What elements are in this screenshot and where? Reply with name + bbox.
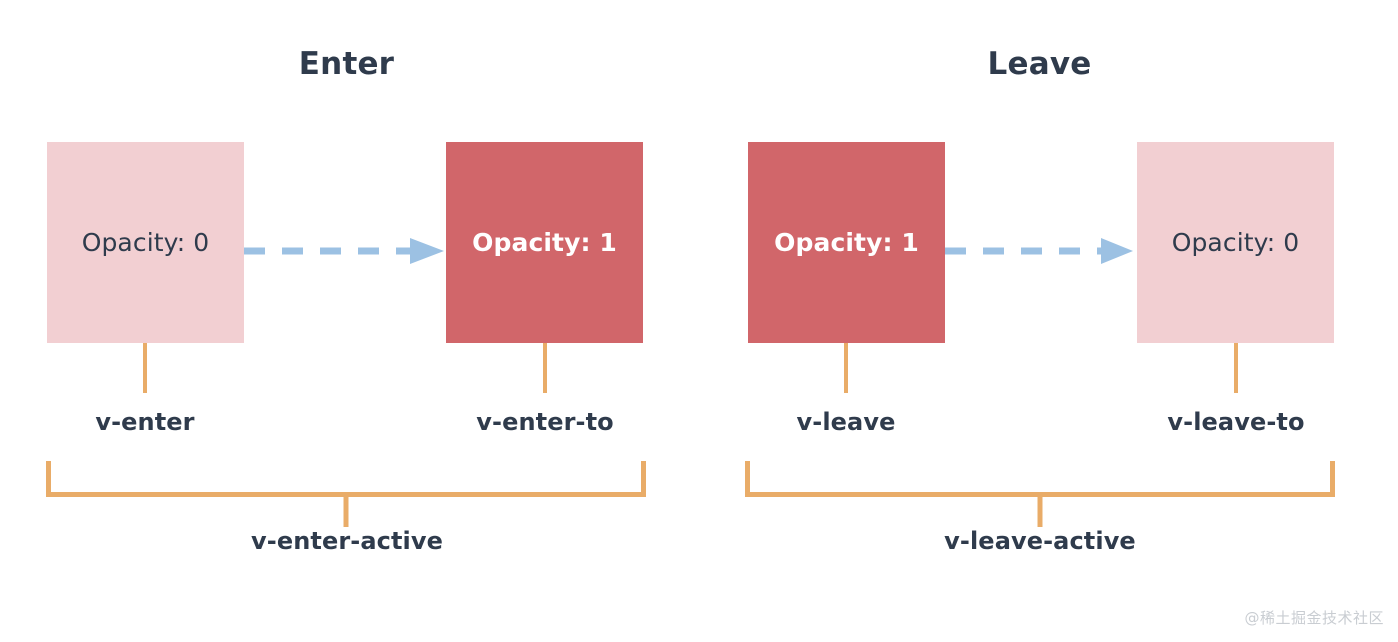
dashed-arrow-right-icon <box>945 236 1135 266</box>
watermark: @稀土掘金技术社区 <box>1244 609 1384 627</box>
connector-stem-v-leave <box>844 343 848 393</box>
state-box-opacity-label: Opacity: 0 <box>81 228 210 257</box>
enter-active-bracket <box>44 461 648 537</box>
panel-enter-title: Enter <box>298 46 395 82</box>
state-box-opacity-label: Opacity: 1 <box>774 228 919 257</box>
state-box-v-enter: Opacity: 0 <box>47 142 244 343</box>
connector-stem-v-leave-to <box>1234 343 1238 393</box>
class-label-v-enter: v-enter <box>95 408 195 436</box>
state-box-opacity-label: Opacity: 0 <box>1171 228 1300 257</box>
panel-enter: Enter Opacity: 0 Opacity: 1 v-enter v-en… <box>44 46 648 555</box>
class-label-v-leave-active: v-leave-active <box>944 527 1136 555</box>
dashed-arrow-right-icon <box>244 236 446 266</box>
class-label-v-leave-to: v-leave-to <box>1167 408 1305 436</box>
class-label-v-leave: v-leave <box>796 408 896 436</box>
class-label-v-enter-active: v-enter-active <box>251 527 443 555</box>
panel-leave: Leave Opacity: 1 Opacity: 0 v-leave v-le… <box>699 0 1398 642</box>
connector-stem-v-enter <box>143 343 147 393</box>
leave-active-bracket <box>743 461 1337 537</box>
panel-leave-title: Leave <box>987 46 1092 82</box>
state-box-v-leave-to: Opacity: 0 <box>1137 142 1334 343</box>
state-box-opacity-label: Opacity: 1 <box>472 228 617 257</box>
state-box-v-enter-to: Opacity: 1 <box>446 142 643 343</box>
state-box-v-leave: Opacity: 1 <box>748 142 945 343</box>
class-label-v-enter-to: v-enter-to <box>476 408 614 436</box>
connector-stem-v-enter-to <box>543 343 547 393</box>
